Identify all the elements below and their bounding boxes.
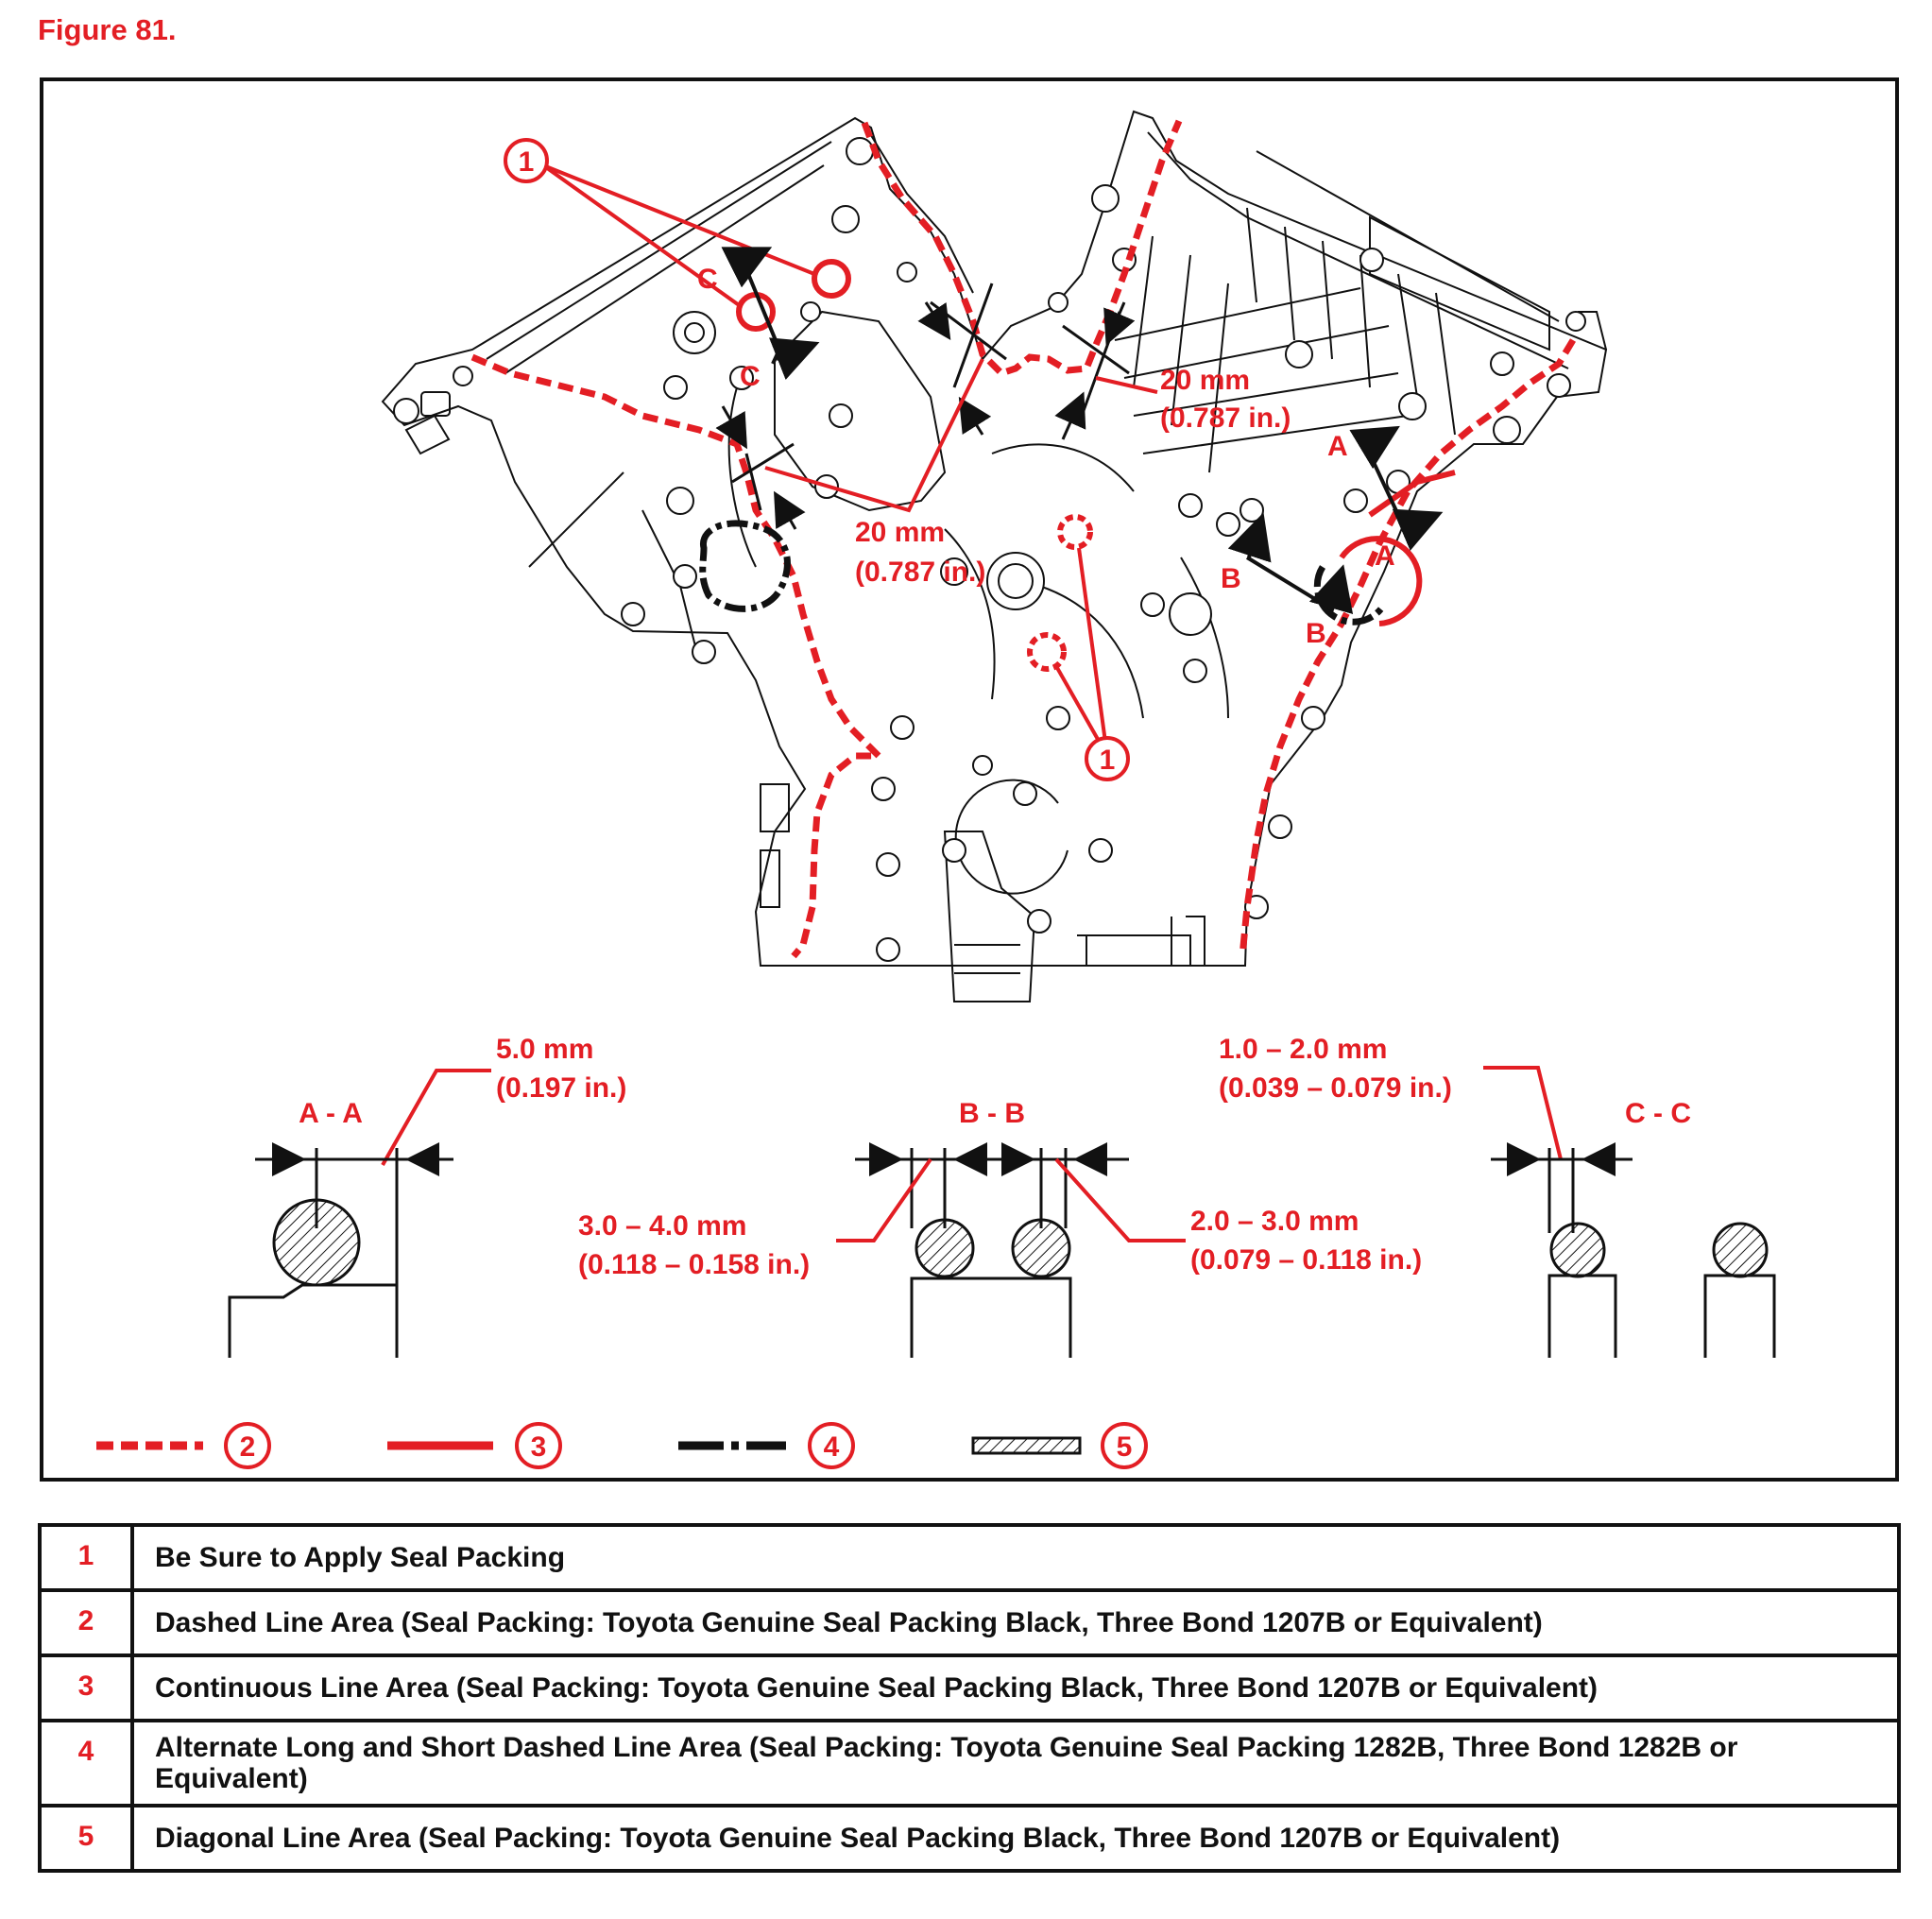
section-mark-a-bottom: A xyxy=(1375,540,1395,572)
section-bb-title: B - B xyxy=(959,1098,1025,1129)
diagram-frame xyxy=(40,77,1899,1482)
callout-one-top: 1 xyxy=(504,138,549,183)
callout-one-bottom: 1 xyxy=(1085,736,1130,781)
section-aa-dim-in: (0.197 in.) xyxy=(496,1072,626,1104)
legend-row-number: 3 xyxy=(38,1653,134,1722)
bolt-holes xyxy=(393,137,1586,962)
legend-row-number: 2 xyxy=(38,1588,134,1657)
seal-point-circles xyxy=(736,259,1093,672)
section-aa-dim-mm: 5.0 mm xyxy=(496,1034,593,1065)
dimension-20mm-right xyxy=(1054,301,1136,440)
section-mark-a-top: A xyxy=(1327,431,1348,462)
dim-20mm-right-leader xyxy=(1095,376,1158,394)
section-cut-b xyxy=(1227,512,1354,615)
line-style-legend: 2 3 4 5 xyxy=(96,1422,1148,1469)
section-bb-right-in: (0.079 – 0.118 in.) xyxy=(1190,1244,1422,1276)
callout-label: 1 xyxy=(519,146,535,178)
legend-callout-2: 2 xyxy=(240,1431,256,1463)
section-mark-b-left: B xyxy=(1221,563,1241,594)
legend-row-text: Diagonal Line Area (Seal Packing: Toyota… xyxy=(130,1804,1901,1873)
legend-row-number: 5 xyxy=(38,1804,134,1873)
legend-row-text: Continuous Line Area (Seal Packing: Toyo… xyxy=(130,1653,1901,1722)
dimension-20mm-left xyxy=(715,283,1007,530)
legend-row-text: Dashed Line Area (Seal Packing: Toyota G… xyxy=(130,1588,1901,1657)
dim-20mm-right-mm: 20 mm xyxy=(1160,365,1250,396)
section-cut-c xyxy=(721,247,820,381)
seal-dashed-red xyxy=(470,119,1577,959)
engine-timing-cover-diagram: 1 1 20 mm (0.787 in.) 20 mm (0.787 in.) … xyxy=(96,110,1776,1469)
section-cc-title: C - C xyxy=(1625,1098,1691,1129)
section-mark-c-bottom: C xyxy=(740,361,761,392)
dim-20mm-left-mm: 20 mm xyxy=(855,517,945,548)
engine-cover-outline xyxy=(381,110,1608,1002)
callout-one-leaders xyxy=(541,163,1109,757)
section-cut-a xyxy=(1349,425,1444,551)
section-bb-left-in: (0.118 – 0.158 in.) xyxy=(578,1249,810,1280)
section-cc: C - C 1.0 – 2.0 mm (0.039 – 0.079 in.) xyxy=(1219,1034,1776,1358)
legend-callout-3: 3 xyxy=(531,1431,547,1463)
legend-diagonal-sample xyxy=(971,1436,1082,1455)
dim-20mm-left-in: (0.787 in.) xyxy=(855,557,985,588)
legend-row-number: 4 xyxy=(38,1719,134,1808)
legend-callout-4: 4 xyxy=(824,1431,840,1463)
section-cc-dim-in: (0.039 – 0.079 in.) xyxy=(1219,1072,1452,1104)
section-aa: A - A 5.0 mm (0.197 in.) xyxy=(228,1034,626,1358)
legend-callout-5: 5 xyxy=(1117,1431,1133,1463)
figure-title: Figure 81. xyxy=(38,13,177,46)
section-bb-right-mm: 2.0 – 3.0 mm xyxy=(1190,1206,1359,1237)
callout-label: 1 xyxy=(1100,745,1116,776)
legend-row-text: Alternate Long and Short Dashed Line Are… xyxy=(130,1719,1901,1808)
section-bb: B - B 3.0 – 4.0 mm (0.118 – 0.158 in.) 2… xyxy=(578,1098,1422,1358)
section-aa-title: A - A xyxy=(299,1098,363,1129)
dimension-20mm-left-leader xyxy=(764,358,984,513)
legend-row-text: Be Sure to Apply Seal Packing xyxy=(130,1523,1901,1592)
section-mark-c-top: C xyxy=(697,264,718,295)
section-bb-left-mm: 3.0 – 4.0 mm xyxy=(578,1210,746,1242)
section-cc-dim-mm: 1.0 – 2.0 mm xyxy=(1219,1034,1387,1065)
section-mark-b-right: B xyxy=(1306,618,1326,649)
seal-continuous-red xyxy=(1339,470,1456,626)
dim-20mm-right-in: (0.787 in.) xyxy=(1160,403,1291,434)
legend-row-number: 1 xyxy=(38,1523,134,1592)
left-ear-bracket xyxy=(420,391,451,417)
